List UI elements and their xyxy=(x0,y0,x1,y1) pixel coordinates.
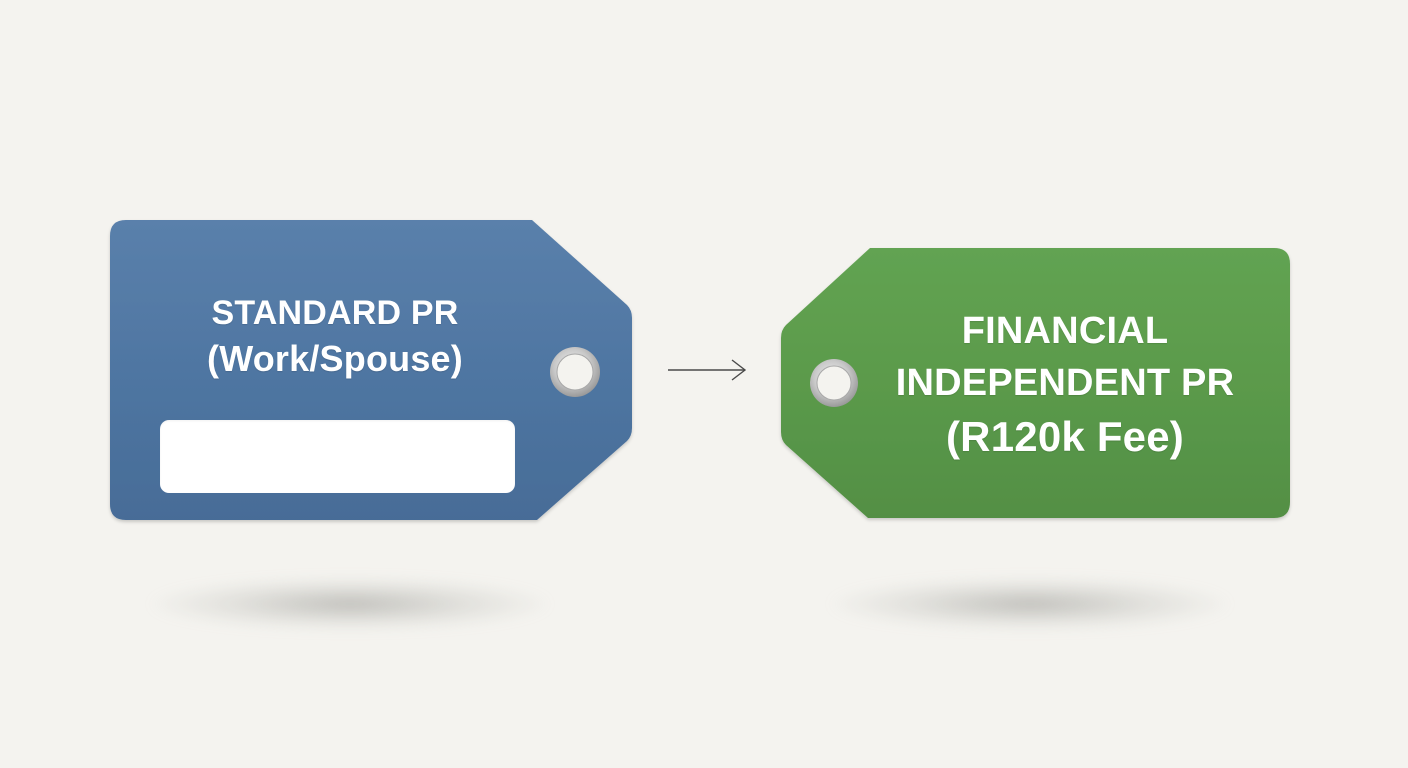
standard-pr-title: STANDARD PR xyxy=(211,294,459,332)
tag-shadow-standard xyxy=(150,578,550,630)
standard-pr-label: STANDARD PR (Work/Spouse) xyxy=(150,290,520,382)
eyelet-icon xyxy=(810,359,858,407)
blank-label-box xyxy=(160,420,515,493)
financial-pr-line-2: INDEPENDENT PR xyxy=(895,362,1235,404)
eyelet-icon xyxy=(550,347,600,397)
tag-financial-independent-pr xyxy=(781,248,1290,518)
standard-pr-subtitle: (Work/Spouse) xyxy=(207,338,463,379)
financial-pr-fee: (R120k Fee) xyxy=(946,413,1184,460)
right-arrow-icon xyxy=(668,359,747,381)
financial-pr-line-1: FINANCIAL xyxy=(961,310,1169,352)
financial-pr-label: FINANCIAL INDEPENDENT PR (R120k Fee) xyxy=(860,305,1270,465)
tag-shadow-financial xyxy=(830,578,1230,630)
